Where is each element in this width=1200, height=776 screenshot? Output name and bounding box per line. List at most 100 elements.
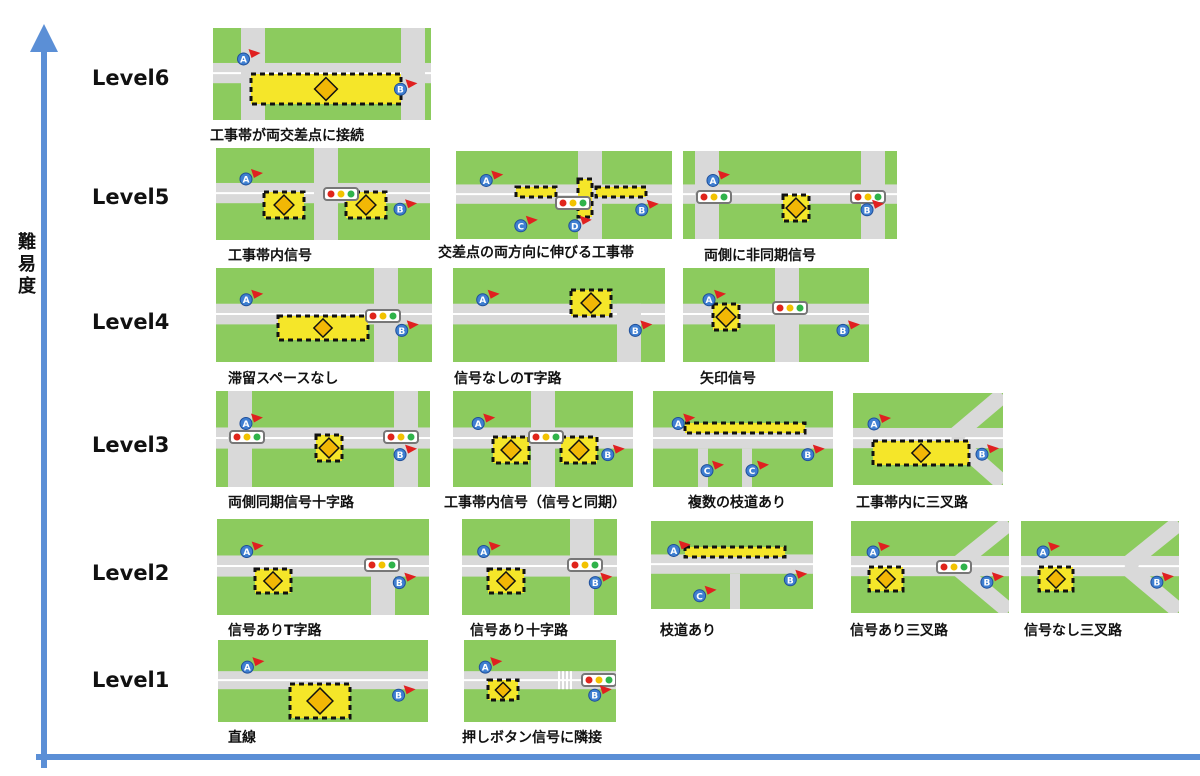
marker-label: B — [395, 692, 402, 702]
marker-pin-icon: B — [628, 320, 653, 337]
work-sign-icon — [494, 681, 512, 699]
flag-icon — [640, 320, 653, 330]
flag-icon — [812, 444, 825, 454]
marker-label: C — [517, 222, 524, 232]
marker-pin-icon: B — [836, 320, 860, 337]
traffic-light-icon — [772, 301, 808, 315]
scene-illustration: AB — [453, 391, 633, 487]
marker-pin-icon: A — [479, 170, 504, 187]
marker-label: A — [240, 55, 247, 65]
work-sign-icon — [875, 568, 897, 590]
flag-icon — [483, 413, 496, 423]
marker-pin-icon: B — [392, 572, 417, 590]
scenario-caption-1: 工事帯が両交差点に接続 — [210, 128, 364, 144]
marker-pin-icon: A — [239, 413, 263, 430]
flag-icon — [795, 569, 808, 579]
marker-pin-icon: B — [801, 444, 825, 461]
marker-label: A — [243, 548, 250, 558]
scenario-caption-10: 複数の枝道あり — [688, 495, 786, 511]
construction-zone — [514, 185, 558, 199]
flag-icon — [683, 413, 696, 423]
flag-icon — [712, 460, 724, 470]
flag-icon — [872, 199, 885, 209]
cross-road — [401, 28, 425, 120]
work-sign-icon — [273, 194, 295, 216]
construction-zone — [683, 545, 787, 559]
flag-icon — [987, 444, 999, 454]
marker-label: D — [571, 222, 578, 232]
scene-illustration: AB — [216, 148, 430, 240]
marker-label: C — [704, 467, 711, 477]
marker-label: A — [670, 547, 677, 557]
flag-icon — [599, 685, 612, 695]
scene-illustration: AB — [851, 521, 1009, 613]
level-label-1: Level1 — [92, 668, 170, 692]
scene-illustration: AB — [216, 391, 430, 487]
flag-icon — [879, 413, 891, 423]
marker-label: B — [591, 692, 598, 702]
marker-label: B — [864, 206, 871, 216]
traffic-light-icon — [850, 190, 886, 204]
marker-pin-icon: A — [866, 541, 891, 558]
marker-label: B — [1153, 579, 1160, 589]
flag-icon — [600, 572, 613, 582]
scenario-caption-16: 信号なし三叉路 — [1024, 623, 1122, 639]
scene-illustration: AB — [216, 268, 432, 362]
marker-pin-icon: A — [706, 170, 730, 187]
marker-pin-icon: B — [1150, 572, 1174, 589]
marker-label: A — [242, 420, 249, 430]
marker-pin-icon: A — [471, 413, 496, 430]
marker-pin-icon: B — [395, 320, 419, 337]
marker-label: A — [709, 177, 716, 187]
traffic-light-icon — [365, 309, 401, 323]
marker-label: B — [592, 579, 599, 589]
marker-label: A — [242, 175, 249, 185]
marker-pin-icon: B — [860, 199, 885, 216]
marker-pin-icon: A — [667, 540, 691, 557]
work-sign-icon — [715, 306, 737, 328]
marker-pin-icon: C — [700, 460, 724, 477]
marker-pin-icon: A — [237, 48, 261, 66]
level-label-6: Level6 — [92, 66, 170, 90]
scenario-caption-18: 押しボタン信号に隣接 — [462, 730, 602, 746]
marker-pin-icon: B — [393, 199, 418, 216]
marker-pin-icon: A — [476, 289, 500, 306]
crosswalk-stripe — [558, 671, 560, 690]
scenario-caption-7: 矢印信号 — [700, 371, 756, 387]
traffic-light-icon — [364, 558, 400, 572]
marker-label: A — [675, 420, 682, 430]
marker-pin-icon: A — [702, 289, 727, 306]
marker-pin-icon: A — [1036, 541, 1061, 558]
traffic-light-icon — [555, 196, 591, 210]
traffic-light-icon — [696, 190, 732, 204]
marker-label: B — [983, 579, 990, 589]
marker-label: A — [483, 177, 490, 187]
scenario-caption-14: 枝道あり — [660, 623, 716, 639]
flag-icon — [248, 48, 261, 58]
marker-label: B — [397, 451, 404, 461]
scenario-caption-6: 信号なしのT字路 — [454, 371, 562, 387]
flag-icon — [1048, 541, 1061, 551]
flag-icon — [251, 289, 264, 299]
scene-illustration: AB — [213, 28, 431, 120]
marker-label: B — [787, 576, 794, 586]
flag-icon — [757, 460, 769, 470]
work-sign-icon — [500, 439, 522, 461]
traffic-light-icon — [528, 430, 564, 444]
flag-icon — [579, 215, 592, 225]
marker-pin-icon: A — [239, 168, 263, 186]
work-sign-icon — [580, 292, 602, 314]
scene-illustration: AB — [683, 151, 897, 239]
